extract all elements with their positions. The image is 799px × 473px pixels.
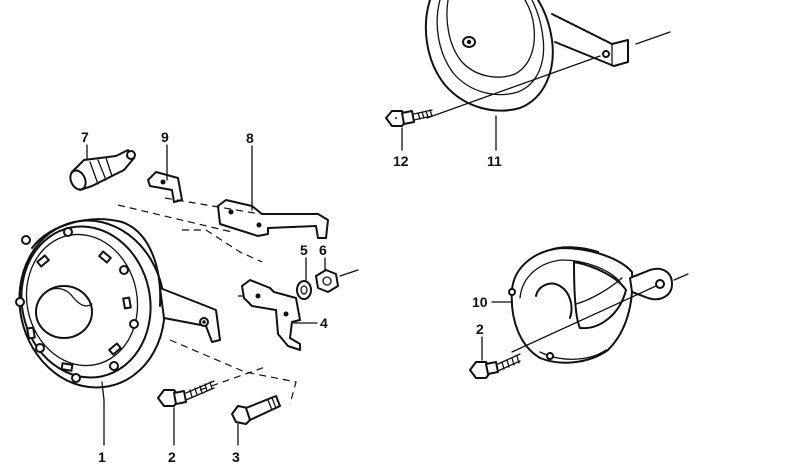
- clip-part-9: [147, 171, 183, 203]
- callout-2-right: 2: [476, 321, 484, 337]
- nut-part-6: [315, 269, 339, 293]
- callout-8: 8: [246, 130, 254, 146]
- leader-lines: [86, 115, 513, 446]
- callout-4: 4: [320, 315, 328, 331]
- bracket-part-4: [241, 279, 301, 351]
- washer-part-5: [296, 280, 312, 300]
- bolt-part-3: [231, 395, 281, 425]
- callout-11: 11: [487, 153, 502, 169]
- callout-1: 1: [98, 449, 106, 465]
- callout-7: 7: [81, 129, 89, 145]
- bracket-part-8: [217, 199, 329, 239]
- callout-6: 6: [319, 242, 327, 258]
- callout-9: 9: [161, 129, 169, 145]
- horn-part-10: [508, 246, 689, 364]
- callout-2-left: 2: [168, 449, 176, 465]
- callout-3: 3: [232, 449, 240, 465]
- callout-10: 10: [472, 294, 488, 310]
- bolt-part-2-left: [157, 380, 215, 407]
- horn-part-1: [15, 218, 221, 401]
- callouts: 7 9 8 5 6 4 1 2 3 12 11 10 2: [81, 129, 502, 465]
- connector-part-7: [69, 149, 136, 191]
- horn-part-11: [424, 0, 671, 119]
- callout-5: 5: [300, 242, 308, 258]
- callout-12: 12: [393, 153, 409, 169]
- bolt-part-12: [385, 109, 433, 127]
- bolt-part-2-right: [469, 353, 521, 379]
